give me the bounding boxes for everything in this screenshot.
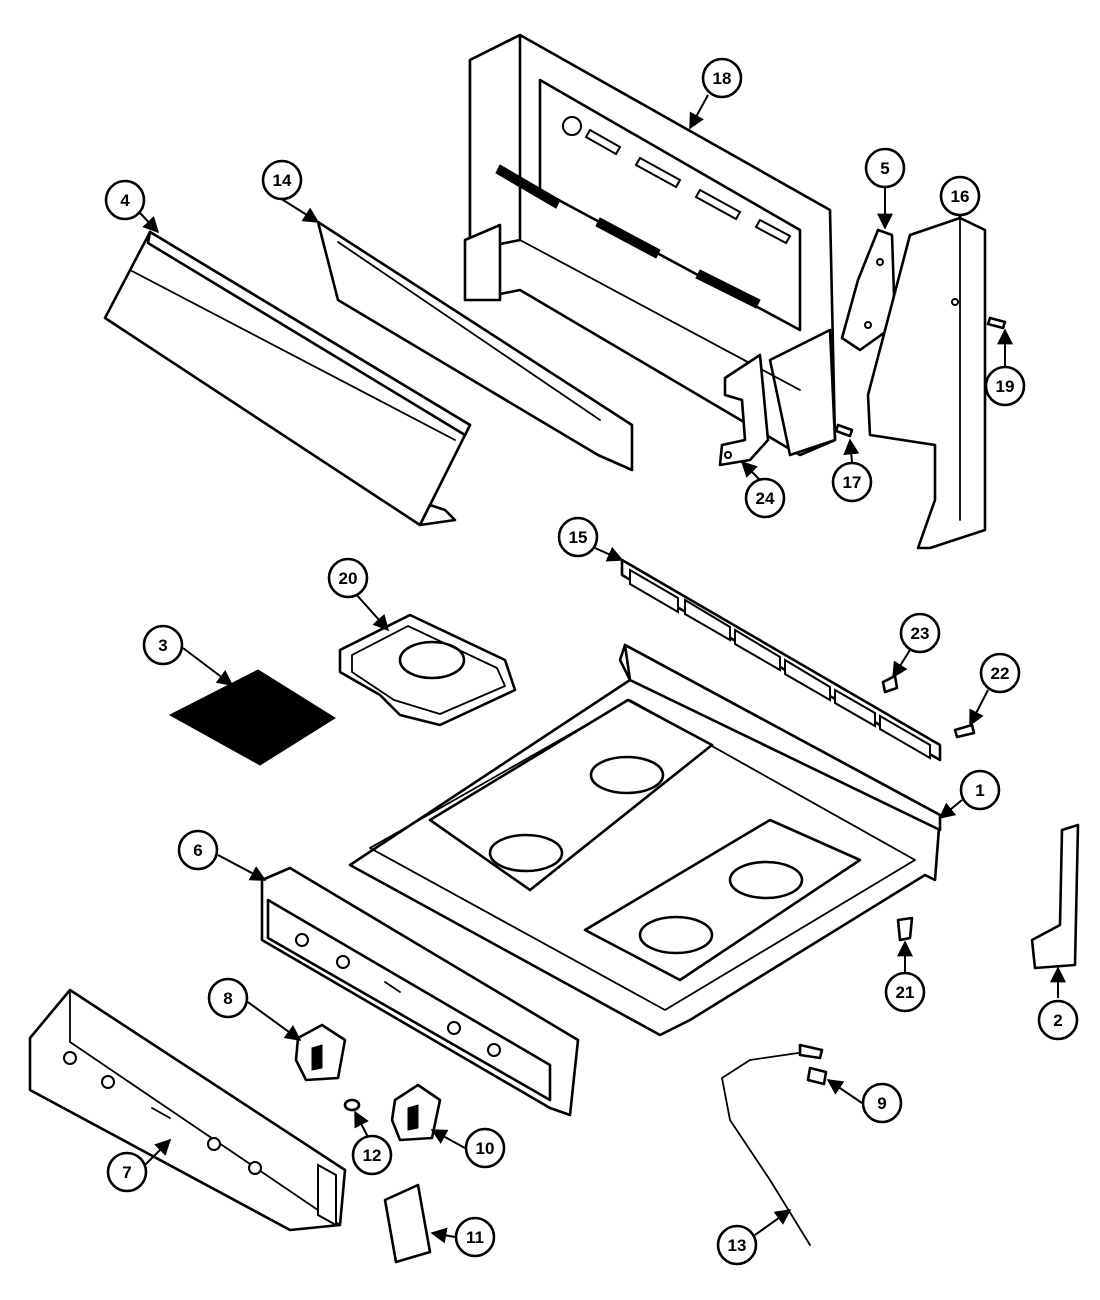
callout-23: 23 [899, 612, 941, 654]
part-15-vent-trim [620, 558, 942, 762]
callout-22: 22 [979, 652, 1021, 694]
callout-24: 24 [744, 477, 786, 519]
part-21-screw [896, 916, 914, 942]
svg-text:12: 12 [363, 1146, 382, 1165]
callout-11: 11 [454, 1216, 496, 1258]
callout-17: 17 [831, 461, 873, 503]
svg-text:14: 14 [273, 171, 292, 190]
part-3-grate [168, 669, 336, 766]
part-20-burner-base [338, 613, 517, 727]
part-12-clip [343, 1098, 361, 1112]
part-8-knob [294, 1023, 347, 1082]
svg-text:19: 19 [996, 377, 1015, 396]
callout-14: 14 [261, 159, 303, 201]
part-5-bracket [840, 228, 897, 352]
part-18-backguard-frame [463, 33, 837, 457]
svg-text:20: 20 [339, 569, 358, 588]
svg-text:17: 17 [843, 473, 862, 492]
callout-16: 16 [939, 175, 981, 217]
part-16-side-trim [866, 216, 987, 550]
svg-text:24: 24 [756, 489, 775, 508]
leader-lines [139, 94, 1066, 1244]
callout-3: 3 [142, 624, 184, 666]
callout-19: 19 [984, 365, 1026, 407]
callout-9: 9 [861, 1082, 903, 1124]
svg-text:22: 22 [991, 664, 1010, 683]
callout-1: 1 [959, 769, 1001, 811]
callout-18: 18 [701, 57, 743, 99]
part-23-grommet [881, 674, 899, 694]
part-19-screw [986, 316, 1007, 330]
svg-text:21: 21 [896, 983, 915, 1002]
svg-text:2: 2 [1053, 1011, 1062, 1030]
svg-text:1: 1 [975, 781, 984, 800]
svg-text:7: 7 [122, 1163, 131, 1182]
part-1-cooktop [348, 643, 942, 1037]
svg-text:5: 5 [880, 159, 889, 178]
part-4-front-trim [103, 230, 472, 527]
svg-text:11: 11 [466, 1228, 484, 1247]
callout-15: 15 [557, 516, 599, 558]
svg-text:8: 8 [223, 989, 232, 1008]
part-11-box [383, 1183, 432, 1264]
part-17-screw [834, 423, 854, 438]
part-6-control-panel-housing [260, 866, 580, 1117]
part-9-screw [806, 1066, 828, 1086]
part-7-control-panel [28, 988, 347, 1232]
svg-text:16: 16 [951, 187, 970, 206]
svg-text:3: 3 [158, 636, 167, 655]
svg-text:15: 15 [569, 528, 588, 547]
callout-13: 13 [716, 1224, 758, 1266]
callout-8: 8 [207, 977, 249, 1019]
callout-20: 20 [327, 557, 369, 599]
svg-text:18: 18 [713, 69, 732, 88]
svg-text:4: 4 [120, 191, 130, 210]
svg-text:13: 13 [728, 1236, 747, 1255]
callout-7: 7 [106, 1151, 148, 1193]
callout-4: 4 [104, 179, 146, 221]
part-14-rear-trim-panel [316, 220, 634, 472]
part-13-wire [721, 1043, 824, 1246]
callout-6: 6 [177, 829, 219, 871]
callout-21: 21 [884, 971, 926, 1013]
callout-5: 5 [864, 147, 906, 189]
part-2-side-trim [1030, 823, 1080, 970]
svg-text:10: 10 [476, 1139, 495, 1158]
part-24-bracket [718, 353, 770, 467]
part-10-knob [390, 1083, 442, 1142]
callout-12: 12 [351, 1134, 393, 1176]
svg-text:23: 23 [911, 624, 930, 643]
callout-2: 2 [1037, 999, 1079, 1041]
part-22-screw [953, 723, 976, 739]
svg-text:9: 9 [877, 1094, 886, 1113]
svg-text:6: 6 [193, 841, 202, 860]
callout-10: 10 [464, 1127, 506, 1169]
